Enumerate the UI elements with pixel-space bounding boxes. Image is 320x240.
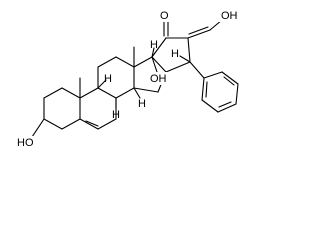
- h9-label: H: [104, 73, 112, 85]
- h9-bond: [97, 79, 107, 89]
- h16-label: H: [171, 48, 179, 60]
- ring-e: [151, 37, 191, 73]
- h15-bond: [151, 47, 155, 58]
- ring-b: [79, 87, 117, 130]
- h15-label: H: [150, 39, 158, 51]
- double-bond-c5-c6: [85, 120, 99, 127]
- h14-label: H: [138, 98, 146, 110]
- c3-hydroxyl-label: HO: [17, 137, 34, 149]
- h16-bond: [179, 55, 191, 63]
- h8-label: H: [112, 109, 120, 121]
- chemical-structure-diagram: O OH OH HO H H H H H: [17, 10, 239, 149]
- c14-hydroxyl-label: OH: [150, 73, 167, 85]
- ketone-oxygen-label: O: [160, 10, 169, 22]
- ketone-group: [163, 21, 169, 37]
- enol-hydroxyl-label: OH: [221, 10, 238, 22]
- h14-bond: [133, 87, 141, 99]
- ring-a: [43, 87, 81, 130]
- ring-c: [97, 56, 135, 99]
- hydroxymethylene-group: [187, 19, 223, 39]
- phenyl-ring: [189, 61, 239, 113]
